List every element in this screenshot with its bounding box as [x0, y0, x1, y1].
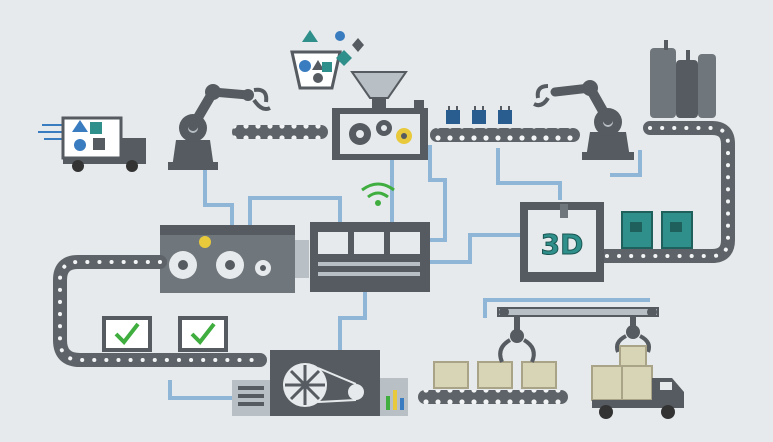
gear-machine-icon: [160, 225, 309, 293]
control-machine-icon: [310, 222, 430, 292]
box-conveyor: [418, 362, 568, 404]
printer-3d-label: 3D: [541, 228, 584, 261]
top-conveyor: [232, 125, 328, 139]
printer-3d-icon: 3D: [520, 202, 604, 282]
gantry-rail: [498, 307, 658, 317]
